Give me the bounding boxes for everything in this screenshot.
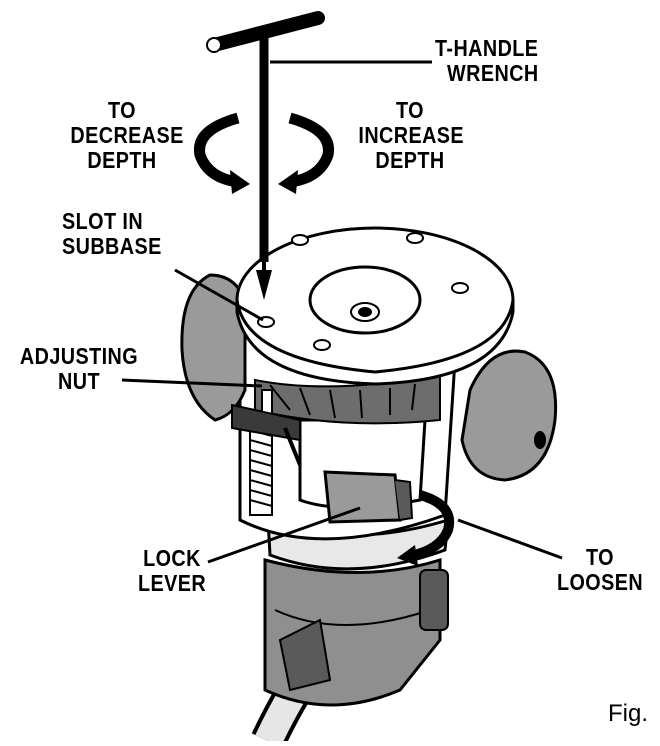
lock-lever-part [323, 470, 414, 524]
subbase-plate [235, 226, 515, 386]
leader-lines [121, 60, 563, 564]
figure-caption: Fig. [608, 700, 649, 727]
label-to-increase-depth: TO INCREASE DEPTH [358, 97, 465, 173]
leader-lock-lever [207, 506, 361, 564]
label-lock-lever: LOCK LEVER [137, 545, 207, 596]
depth-adjust-screw [231, 389, 302, 516]
left-handle [180, 273, 247, 422]
label-t-handle-wrench: T-HANDLE WRENCH [435, 35, 539, 86]
leader-slot [174, 268, 264, 322]
increase-depth-arrow [278, 112, 334, 194]
t-handle-wrench-tool [206, 11, 325, 300]
leader-loosen [457, 518, 563, 560]
right-handle [460, 349, 558, 482]
decrease-depth-arrow [194, 112, 250, 194]
leader-adjusting-nut [121, 378, 263, 388]
label-to-loosen: TO LOOSEN [556, 544, 644, 595]
label-adjusting-nut: ADJUSTING NUT [19, 343, 139, 394]
loosen-arrow [397, 490, 455, 566]
motor-housing [263, 517, 450, 707]
label-slot-in-subbase: SLOT IN SUBBASE [62, 208, 162, 259]
label-to-decrease-depth: TO DECREASE DEPTH [70, 97, 184, 173]
